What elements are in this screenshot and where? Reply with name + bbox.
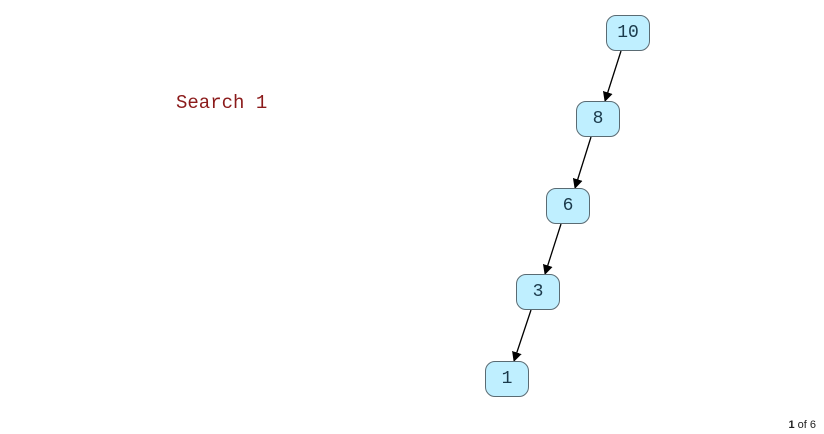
page-indicator: 1 of 6 <box>788 419 816 431</box>
status-message: Search 1 <box>176 92 268 114</box>
tree-node-1: 1 <box>485 361 529 397</box>
edge-n8-n6 <box>572 136 592 189</box>
tree-node-6: 6 <box>546 188 590 224</box>
page-separator: of <box>794 419 810 431</box>
current-page: 1 <box>788 419 795 431</box>
total-pages: 6 <box>809 419 816 431</box>
edge-n6-n3 <box>542 223 562 275</box>
tree-node-3: 3 <box>516 274 560 310</box>
edge-n3-n1 <box>512 309 532 362</box>
tree-node-10: 10 <box>606 15 650 51</box>
edge-n10-n8 <box>602 50 622 102</box>
tree-node-8: 8 <box>576 101 620 137</box>
